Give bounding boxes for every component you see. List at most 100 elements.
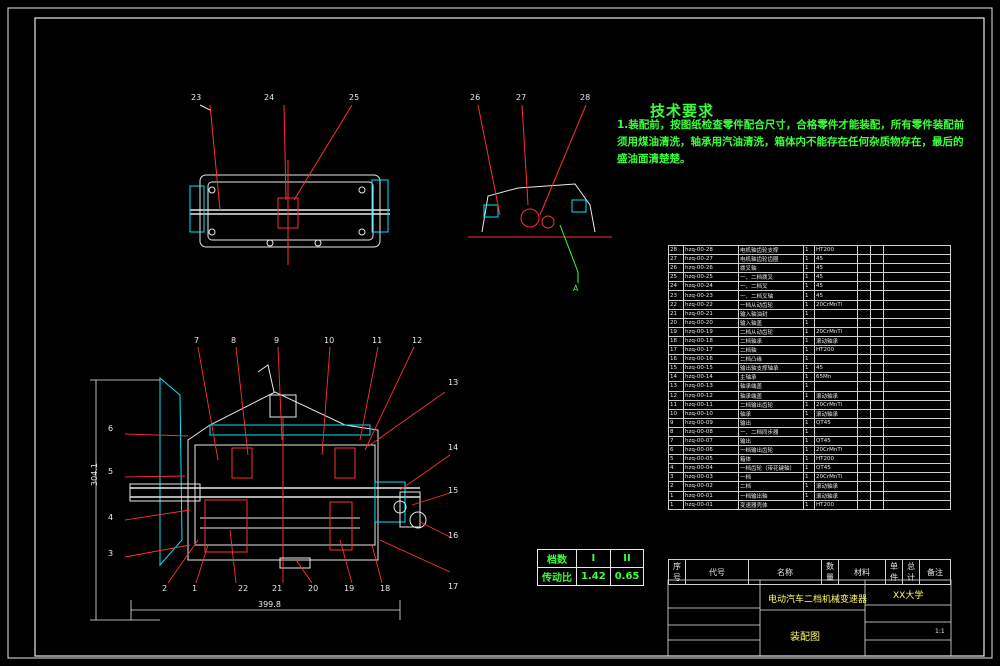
bom-header-cell: 数量 — [821, 559, 839, 585]
bom-cell: hzq-00-22 — [683, 299, 739, 310]
bom-cell — [857, 263, 871, 274]
bom-cell: 1 — [803, 490, 815, 501]
bom-cell: 45 — [814, 272, 858, 283]
bom-cell: 1 — [803, 244, 815, 256]
bom-cell: 19 — [668, 326, 684, 337]
bom-cell — [870, 363, 884, 374]
bom-cell: 1 — [803, 417, 815, 428]
callout-11: 11 — [372, 336, 383, 345]
bom-cell: 11 — [668, 399, 684, 410]
bom-cell — [883, 463, 951, 474]
scale-value: 1:1 — [935, 628, 945, 635]
bom-cell: 电机轴齿轮支撑 — [738, 244, 804, 256]
callout-19: 19 — [344, 584, 355, 593]
bom-cell: 20CrMnTi — [814, 445, 858, 456]
bom-cell: 12 — [668, 390, 684, 401]
bom-cell — [870, 408, 884, 419]
bom-cell — [857, 363, 871, 374]
bom-cell: 25 — [668, 272, 684, 283]
bom-cell — [870, 490, 884, 501]
bom-cell — [883, 426, 951, 437]
callout-20: 20 — [308, 584, 319, 593]
callout-22: 22 — [238, 584, 249, 593]
bom-cell — [857, 272, 871, 283]
bom-cell: 2 — [668, 481, 684, 492]
gear-table-value: 0.65 — [609, 567, 645, 586]
bom-cell: 1 — [668, 490, 684, 501]
bom-cell: 主轴承 — [738, 372, 804, 383]
bom-cell — [883, 372, 951, 383]
callout-26: 26 — [470, 93, 481, 102]
bom-cell — [883, 281, 951, 292]
callout-15: 15 — [448, 486, 459, 495]
bom-cell — [857, 454, 871, 465]
bom-cell: 1 — [803, 463, 815, 474]
bom-cell: 轴承端盖 — [738, 381, 804, 392]
callout-14: 14 — [448, 443, 459, 452]
bom-cell: 电机轴齿轮齿圈 — [738, 254, 804, 265]
bom-cell: hzq-00-13 — [683, 381, 739, 392]
bom-cell: 1 — [803, 454, 815, 465]
bom-cell — [870, 254, 884, 265]
bom-cell: 1 — [803, 281, 815, 292]
bom-cell: 3 — [668, 472, 684, 483]
gear-table-row-label: 传动比 — [537, 567, 577, 586]
bom-cell — [883, 254, 951, 265]
bom-cell — [857, 481, 871, 492]
callout-7: 7 — [194, 336, 200, 345]
bom-cell — [857, 445, 871, 456]
bom-cell: 8 — [668, 426, 684, 437]
bom-cell: 1 — [803, 445, 815, 456]
bom-cell: 二档轴 — [738, 345, 804, 356]
bom-cell: hzq-00-21 — [683, 308, 739, 319]
bom-cell — [814, 354, 858, 365]
bom-cell: 一档 — [738, 472, 804, 483]
bom-cell: 滚动轴承 — [814, 335, 858, 347]
bom-cell: 21 — [668, 308, 684, 319]
bom-cell: 1 — [803, 272, 815, 283]
bom-cell: 二档输出齿轮 — [738, 399, 804, 410]
drawing-name: 装配图 — [790, 632, 820, 643]
bom-cell — [870, 281, 884, 292]
bom-cell: 45 — [814, 263, 858, 274]
bom-cell — [870, 426, 884, 437]
bom-cell: hzq-00-28 — [683, 244, 739, 256]
bom-cell: 滚动轴承 — [814, 481, 858, 492]
gear-table-header: II — [609, 549, 645, 568]
bom-cell — [883, 481, 951, 492]
bom-cell: hzq-00-27 — [683, 254, 739, 265]
bom-cell: 4 — [668, 463, 684, 474]
bom-cell: hzq-00-09 — [683, 417, 739, 428]
callout-21: 21 — [272, 584, 283, 593]
bom-cell — [857, 417, 871, 428]
bom-cell — [870, 290, 884, 301]
bom-cell: 1 — [803, 390, 815, 401]
bom-cell — [883, 499, 951, 510]
bom-cell: 20CrMnTi — [814, 399, 858, 410]
bom-cell: 1 — [803, 308, 815, 319]
bom-cell: QT45 — [814, 417, 858, 428]
bom-cell — [857, 308, 871, 319]
bom-cell: hzq-00-01 — [683, 499, 739, 510]
callout-17: 17 — [448, 582, 459, 591]
bom-cell — [883, 326, 951, 337]
bom-cell: hzq-00-25 — [683, 272, 739, 283]
bom-cell: 轴承端盖 — [738, 390, 804, 401]
bom-cell: 1 — [803, 345, 815, 356]
bom-cell — [857, 345, 871, 356]
bom-cell — [883, 435, 951, 447]
gear-ratio-table: 档数 I II 传动比 1.42 0.65 — [537, 549, 645, 586]
bom-cell — [857, 408, 871, 419]
bom-cell: 16 — [668, 354, 684, 365]
bom-cell: 变速器壳体 — [738, 499, 804, 510]
bom-cell — [883, 299, 951, 310]
bom-cell — [857, 335, 871, 347]
